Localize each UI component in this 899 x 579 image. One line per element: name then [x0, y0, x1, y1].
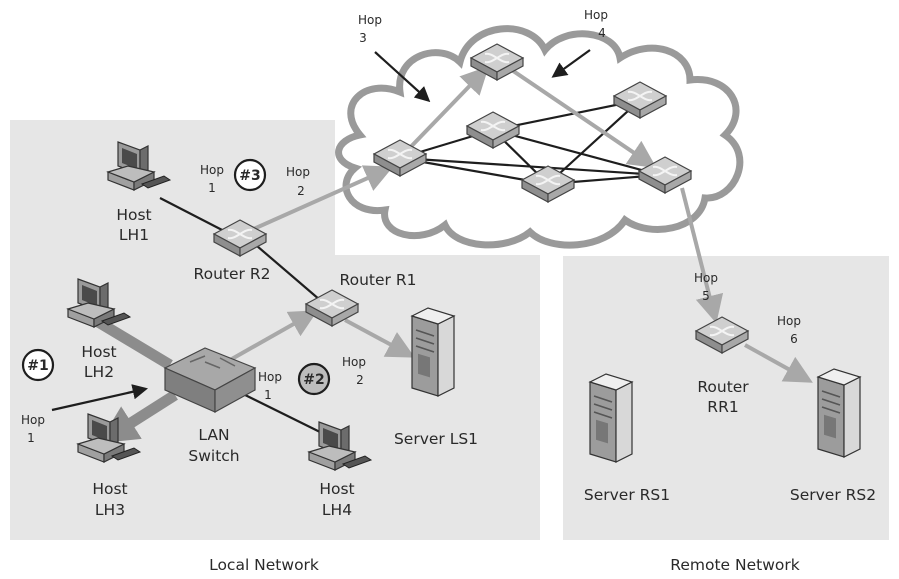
- host-lh4-label: Host: [319, 480, 354, 498]
- switch-to-lh3-arrow: [98, 390, 178, 444]
- host-lh1-id: LH1: [119, 226, 149, 244]
- hop-r2-out-label: Hop: [286, 165, 310, 179]
- local-network-caption: Local Network: [209, 556, 319, 574]
- svg-text:#2: #2: [303, 372, 324, 388]
- lan-switch: [163, 347, 257, 414]
- router-rr1-label: Router: [697, 378, 749, 396]
- hop-r2-out-number: 2: [297, 184, 305, 198]
- router-r1-label: Router R1: [340, 271, 417, 289]
- host-lh2-label: Host: [81, 343, 116, 361]
- hop-switch-in-number: 1: [27, 431, 35, 445]
- host-lh1-label: Host: [116, 206, 151, 224]
- hop-r1-out-number: 2: [356, 373, 364, 387]
- hop-r1-out-label: Hop: [342, 355, 366, 369]
- pointer-arrows: [51, 49, 591, 412]
- hop-rr1-in-number: 5: [702, 289, 710, 303]
- local-links: [159, 197, 321, 433]
- hop-4-number: 4: [598, 26, 606, 40]
- hop-rr1-out-label: Hop: [777, 314, 801, 328]
- badge-2: #2: [297, 362, 331, 396]
- host-lh3-label: Host: [92, 480, 127, 498]
- hop-3-number: 3: [359, 31, 367, 45]
- hop-rr1-in-label: Hop: [694, 271, 718, 285]
- server-rs2: [817, 368, 861, 458]
- host-lh2-id: LH2: [84, 363, 114, 381]
- hop-4-label: Hop: [584, 8, 608, 22]
- remote-network-caption: Remote Network: [670, 556, 799, 574]
- local-network-panel: [10, 120, 540, 540]
- server-ls1: [411, 307, 455, 397]
- badge-1: #1: [21, 348, 55, 382]
- badge-3: #3: [233, 158, 267, 192]
- server-rs1-label: Server RS1: [584, 486, 670, 504]
- hop-r2-in-label: Hop: [200, 163, 224, 177]
- server-rs2-label: Server RS2: [790, 486, 876, 504]
- host-lh4-id: LH4: [322, 501, 352, 519]
- lan-switch-label: LAN: [198, 426, 229, 444]
- router-rr1-id: RR1: [707, 398, 738, 416]
- host-lh3-id: LH3: [95, 501, 125, 519]
- server-rs1: [589, 373, 633, 463]
- lan-switch-label-2: Switch: [188, 447, 239, 465]
- hop-r1-in-number: 1: [264, 388, 272, 402]
- hop-r1-in-label: Hop: [258, 370, 282, 384]
- internet-cloud: [335, 25, 744, 249]
- hop-r2-in-number: 1: [208, 181, 216, 195]
- path-arrows: [229, 60, 813, 383]
- hop-3-label: Hop: [358, 13, 382, 27]
- hop-switch-in-label: Hop: [21, 413, 45, 427]
- svg-text:#1: #1: [27, 358, 48, 374]
- router-r2-label: Router R2: [194, 265, 271, 283]
- lh2-to-switch-arrow: [92, 315, 173, 370]
- svg-text:#3: #3: [239, 168, 260, 184]
- hop-rr1-out-number: 6: [790, 332, 798, 346]
- server-ls1-label: Server LS1: [394, 430, 478, 448]
